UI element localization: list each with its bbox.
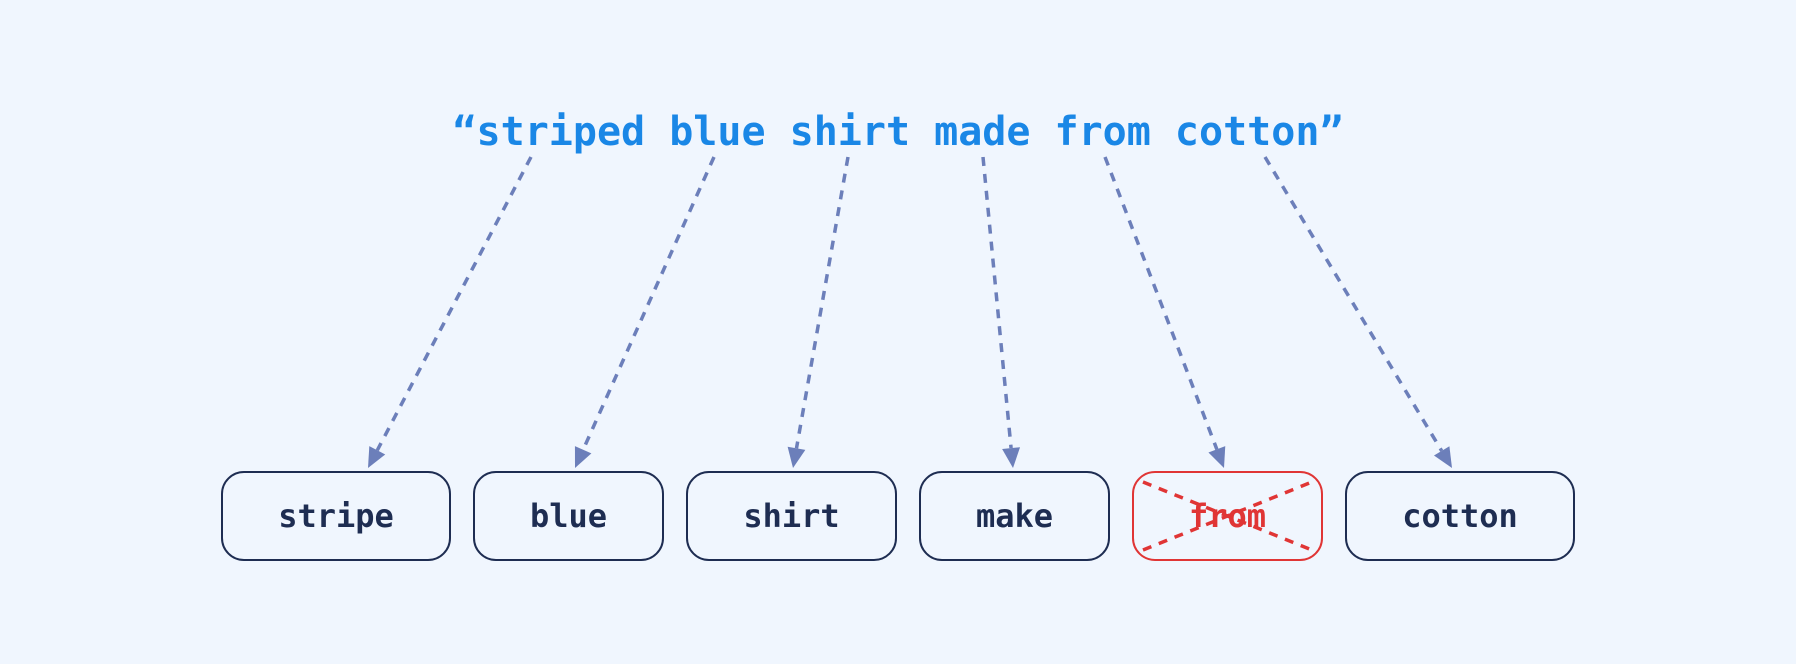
arrow-line-from bbox=[1103, 156, 1219, 450]
token-stripe: stripe bbox=[221, 471, 451, 561]
arrow-line-stripe bbox=[375, 156, 533, 452]
arrow-head-stripe bbox=[368, 446, 386, 468]
token-make: make bbox=[919, 471, 1110, 561]
token-box bbox=[1345, 471, 1575, 561]
token-row: stripe blue shirt make from cotton bbox=[221, 471, 1575, 561]
arrow-head-blue bbox=[574, 446, 592, 468]
arrow-head-cotton bbox=[1433, 446, 1452, 468]
arrows bbox=[368, 156, 1452, 468]
arrow-head-from bbox=[1208, 446, 1226, 468]
token-shirt: shirt bbox=[686, 471, 897, 561]
token-box bbox=[473, 471, 664, 561]
token-box bbox=[919, 471, 1110, 561]
arrow-line-make bbox=[981, 156, 1013, 449]
arrow-line-shirt bbox=[794, 156, 850, 449]
strike-line bbox=[1142, 480, 1313, 552]
token-label: cotton bbox=[1402, 497, 1518, 535]
token-cotton: cotton bbox=[1345, 471, 1575, 561]
arrow-head-make bbox=[1002, 447, 1021, 468]
token-box bbox=[221, 471, 451, 561]
token-label: make bbox=[976, 497, 1053, 535]
token-label: shirt bbox=[743, 497, 839, 535]
token-label: stripe bbox=[278, 497, 394, 535]
token-blue: blue bbox=[473, 471, 664, 561]
token-from: from bbox=[1132, 471, 1323, 561]
query-text: “striped blue shirt made from cotton” bbox=[452, 109, 1343, 155]
arrow-head-shirt bbox=[787, 446, 806, 468]
arrow-line-blue bbox=[581, 156, 716, 451]
token-label: blue bbox=[530, 497, 607, 535]
arrow-line-cotton bbox=[1263, 156, 1444, 452]
token-box bbox=[1132, 471, 1323, 561]
token-box bbox=[686, 471, 897, 561]
